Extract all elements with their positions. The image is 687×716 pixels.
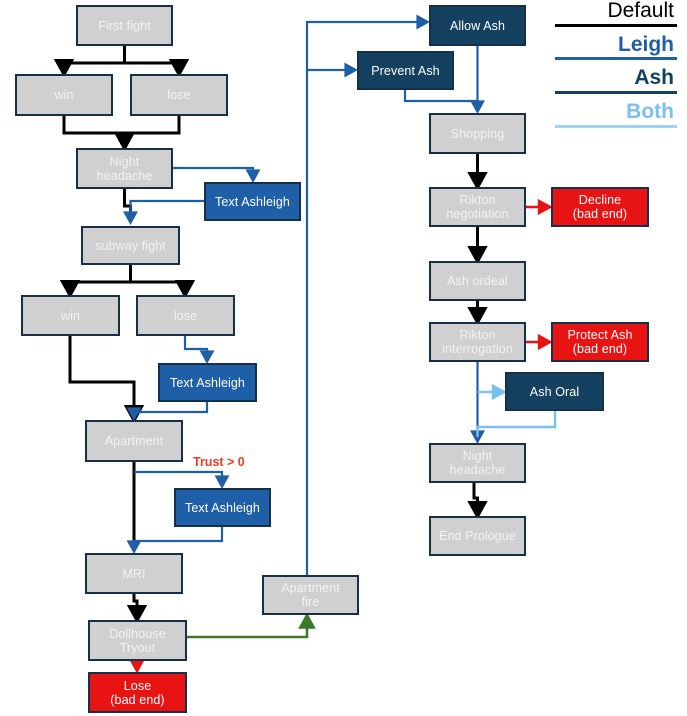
node-decline-bad-end[interactable]: Decline (bad end) xyxy=(551,187,649,227)
edge-prevent-ash-to-shopping xyxy=(403,90,478,103)
edge-first-fight-to-lose xyxy=(124,58,190,78)
node-ash-oral[interactable]: Ash Oral xyxy=(505,372,604,411)
legend-label-leigh: Leigh xyxy=(618,32,674,56)
legend-item-ash: Ash xyxy=(555,67,677,101)
legend-item-leigh: Leigh xyxy=(555,32,677,68)
legend-rule-default xyxy=(555,23,677,27)
edge-group-bad-end xyxy=(128,198,553,674)
node-apartment[interactable]: Apartment xyxy=(85,420,183,462)
legend-label-ash: Ash xyxy=(634,66,674,90)
node-text-ashleigh-3[interactable]: Text Ashleigh xyxy=(174,488,271,527)
legend-rule-leigh xyxy=(555,57,677,61)
edge-group-default-left xyxy=(53,46,196,624)
node-lose-1[interactable]: lose xyxy=(130,74,228,116)
node-dollhouse-tryout[interactable]: Dollhouse Tryout xyxy=(88,620,187,661)
edge-night-headache-2-to-end-prologue xyxy=(467,483,488,520)
node-rikton-interrogation[interactable]: Rikton interrogation xyxy=(429,322,526,362)
node-ash-ordeal[interactable]: Ash ordeal xyxy=(429,261,526,301)
legend-rule-both xyxy=(555,124,677,128)
edge-group-green xyxy=(187,612,316,639)
edge-mri-to-dollhouse-tryout xyxy=(126,594,148,624)
edge-apartment-to-text-ashleigh-3 xyxy=(134,470,230,490)
legend-item-default: Default xyxy=(555,0,677,34)
node-night-headache-1[interactable]: Night headache xyxy=(76,148,173,189)
node-protect-ash-bad-end[interactable]: Protect Ash (bad end) xyxy=(551,322,649,362)
node-prevent-ash[interactable]: Prevent Ash xyxy=(357,51,454,90)
edge-ash-oral-to-night-headache-2 xyxy=(476,411,557,437)
edge-lose2-to-text-ashleigh-2 xyxy=(183,336,215,365)
node-night-headache-2[interactable]: Night headache xyxy=(429,443,526,483)
edge-subway-fight-to-lose xyxy=(130,279,196,299)
node-subway-fight[interactable]: subway fight xyxy=(81,226,180,265)
edge-night-headache-to-text-ashleigh-1 xyxy=(173,166,261,184)
edge-group-default-right xyxy=(467,154,488,520)
node-win-1[interactable]: win xyxy=(15,74,113,116)
node-apartment-fire[interactable]: Apartment fire xyxy=(262,575,359,615)
node-first-fight[interactable]: First fight xyxy=(76,5,173,46)
edge-text-ashleigh-2-to-apartment xyxy=(126,402,209,422)
edge-text-ashleigh-3-to-mri xyxy=(126,527,224,555)
edge-label-trust-gt-zero: Trust > 0 xyxy=(193,455,245,469)
edge-group-leigh-right xyxy=(403,46,485,445)
edge-text-ashleigh-1-to-subway-fight xyxy=(123,199,204,226)
node-mri[interactable]: MRI xyxy=(85,553,183,594)
edge-first-fight-to-win xyxy=(53,46,126,78)
edge-group-leigh-left xyxy=(123,166,261,555)
edge-dollhouse-tryout-to-apartment-fire xyxy=(187,612,316,639)
edge-win-to-night-headache xyxy=(62,116,135,152)
legend-label-default: Default xyxy=(607,0,674,22)
node-lose-bad-end[interactable]: Lose (bad end) xyxy=(88,672,187,713)
edge-group-both xyxy=(476,383,557,437)
legend-label-both: Both xyxy=(626,100,674,124)
node-text-ashleigh-2[interactable]: Text Ashleigh xyxy=(158,363,257,402)
edge-subway-fight-to-win xyxy=(59,265,132,299)
edge-lose-to-night-headache xyxy=(124,116,181,135)
node-text-ashleigh-1[interactable]: Text Ashleigh xyxy=(204,182,301,221)
edge-group-leigh-riser xyxy=(305,14,431,575)
edge-apartment-fire-to-allow-ash xyxy=(305,14,431,575)
node-rikton-negotiation[interactable]: Rikton negotiation xyxy=(429,187,526,227)
node-win-2[interactable]: win xyxy=(21,295,120,336)
legend: Default Leigh Ash Both xyxy=(555,0,677,135)
node-lose-2[interactable]: lose xyxy=(136,295,235,336)
legend-rule-ash xyxy=(555,91,677,95)
node-end-prologue[interactable]: End Prologue xyxy=(429,516,526,556)
legend-item-both: Both xyxy=(555,100,677,135)
edge-win2-to-apartment xyxy=(68,336,145,424)
node-allow-ash[interactable]: Allow Ash xyxy=(429,5,526,46)
node-shopping[interactable]: Shopping xyxy=(429,113,526,154)
